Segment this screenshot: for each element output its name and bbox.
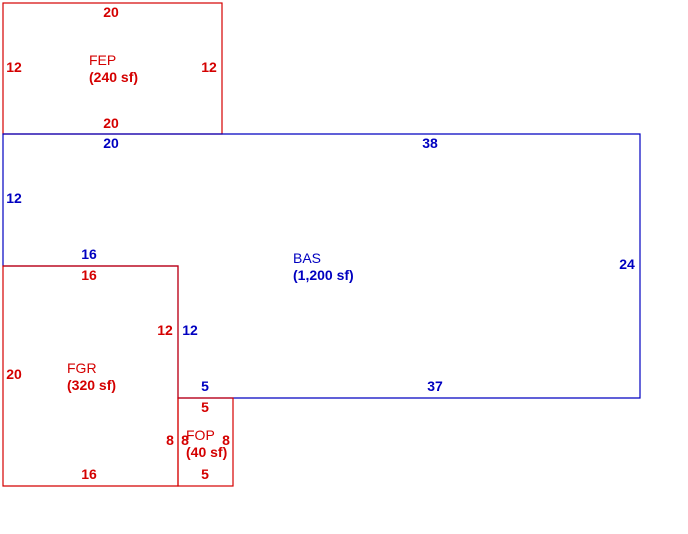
fop-right-dimension: 8 bbox=[222, 432, 230, 448]
bas-area-name: BAS bbox=[293, 250, 321, 266]
bas-area-size: (1,200 sf) bbox=[293, 267, 354, 283]
fep-area-name: FEP bbox=[89, 52, 116, 68]
fop-area-name: FOP bbox=[186, 427, 215, 443]
fgr-area-name: FGR bbox=[67, 360, 97, 376]
fgr-right-dimension: 12 bbox=[157, 322, 173, 338]
fop-left-dimension: 8 bbox=[181, 432, 189, 448]
fgr-area-size: (320 sf) bbox=[67, 377, 116, 393]
fep-top-dimension: 20 bbox=[103, 4, 119, 20]
bas-inner-top-dimension: 16 bbox=[81, 246, 97, 262]
fgr-bottom-dimension: 16 bbox=[81, 466, 97, 482]
fop-bottom-dimension: 5 bbox=[201, 466, 209, 482]
bas-top-left-dimension: 20 bbox=[103, 135, 119, 151]
bas-bottom-right-dimension: 37 bbox=[427, 378, 443, 394]
fep-left-dimension: 12 bbox=[6, 59, 22, 75]
fgr-lower-right-dimension: 8 bbox=[166, 432, 174, 448]
fep-bottom-dimension: 20 bbox=[103, 115, 119, 131]
fgr-top-dimension: 16 bbox=[81, 267, 97, 283]
fep-area-size: (240 sf) bbox=[89, 69, 138, 85]
bas-bottom-left-dimension: 5 bbox=[201, 378, 209, 394]
fop-area-size: (40 sf) bbox=[186, 444, 227, 460]
fop-top-dimension: 5 bbox=[201, 399, 209, 415]
bas-left-dimension: 12 bbox=[6, 190, 22, 206]
bas-top-right-dimension: 38 bbox=[422, 135, 438, 151]
fep-right-dimension: 12 bbox=[201, 59, 217, 75]
fgr-outline bbox=[2, 265, 179, 487]
bas-right-dimension: 24 bbox=[619, 256, 635, 272]
fgr-left-dimension: 20 bbox=[6, 366, 22, 382]
bas-inner-side-dimension: 12 bbox=[182, 322, 198, 338]
fop-outline bbox=[177, 397, 234, 487]
